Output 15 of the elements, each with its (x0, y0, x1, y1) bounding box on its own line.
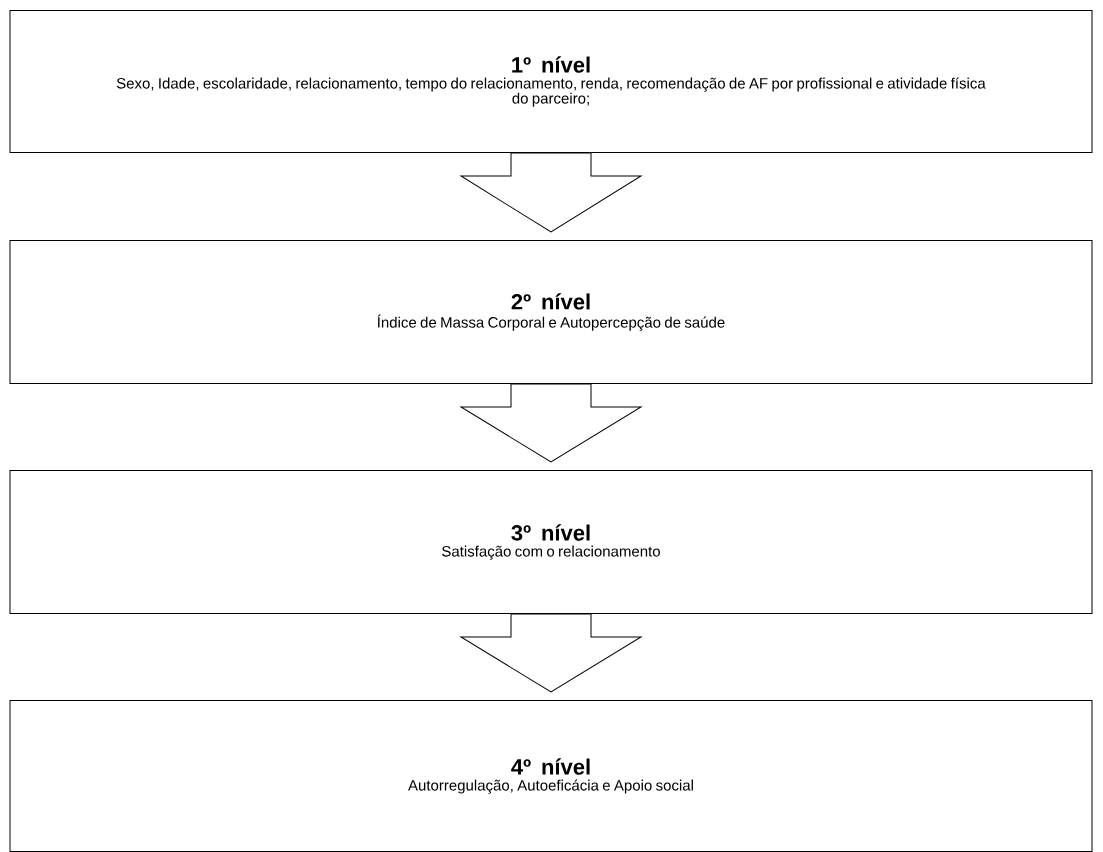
level-box (9, 470, 1093, 614)
level-box (9, 700, 1093, 852)
level-box (9, 240, 1093, 384)
block-arrow (460, 613, 642, 693)
level-description: Autorregulação, Autoeficácia e Apoio social (408, 779, 693, 794)
block-arrow (460, 152, 642, 233)
block-arrow (460, 383, 642, 463)
level-description: Sexo, Idade, escolaridade, relacionamento, tempo do relacionamento, renda, recomendação de AF por profissional e atividade física do parceiro; (116, 77, 986, 107)
level-heading: 2º nível (511, 293, 590, 310)
level-description: Satisfação com o relacionamento (442, 545, 660, 560)
level-heading: 3º nível (511, 524, 590, 541)
level-description: Índice de Massa Corporal e Autopercepção de saúde (377, 314, 725, 331)
level-heading: 1º nível (512, 56, 590, 73)
level-heading: 4º nível (511, 758, 590, 775)
level-box (9, 10, 1093, 153)
